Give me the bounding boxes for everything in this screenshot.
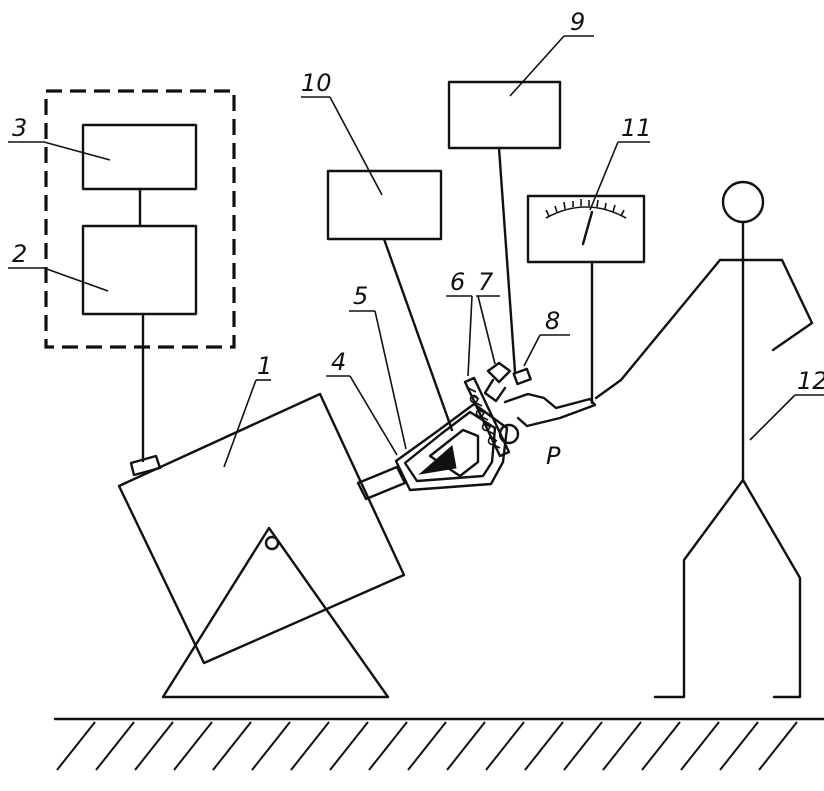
leader-2: [43, 267, 109, 292]
sensor-8: [512, 367, 532, 386]
leader-5: [374, 310, 407, 450]
meter-11: [526, 194, 646, 264]
hatch-line: [407, 721, 447, 771]
block-2: [81, 224, 198, 316]
hatch-line: [563, 721, 603, 771]
hatch-line: [212, 721, 252, 771]
device-1-terminal: [129, 454, 162, 477]
label-8: 8: [545, 307, 560, 335]
label-9: 9: [570, 8, 585, 36]
device-1-body: [117, 392, 406, 665]
spring-6: [463, 376, 511, 458]
leader-11: [589, 141, 619, 211]
floor-hatching: [56, 721, 798, 771]
hatch-line: [758, 721, 798, 771]
pivot-pin: [264, 535, 280, 551]
hatch-line: [173, 721, 213, 771]
hatch-line: [290, 721, 330, 771]
label-10: 10: [301, 69, 332, 97]
label-4: 4: [331, 348, 346, 376]
leader-6: [467, 295, 473, 377]
person-12: [594, 180, 814, 699]
hatch-line: [485, 721, 525, 771]
hatch-line: [602, 721, 642, 771]
hatch-line: [134, 721, 174, 771]
block-10: [326, 169, 443, 241]
label-11: 11: [621, 114, 652, 142]
hatch-line: [368, 721, 408, 771]
label-7: 7: [478, 268, 494, 296]
meter-scale: [545, 199, 627, 246]
wire-9-to-sensor: [497, 146, 517, 374]
hatch-line: [680, 721, 720, 771]
wire-10-to-cone: [382, 237, 454, 432]
hatch-line: [524, 721, 564, 771]
leader-1: [223, 379, 257, 468]
hatch-line: [446, 721, 486, 771]
hatch-line: [641, 721, 681, 771]
label-12: 12: [797, 367, 824, 395]
leader-12: [749, 394, 796, 441]
leader-3: [43, 141, 111, 161]
hatch-line: [56, 721, 96, 771]
hatch-line: [719, 721, 759, 771]
hatch-line: [251, 721, 291, 771]
dashed-enclosure: [44, 89, 236, 349]
label-3: 3: [12, 114, 27, 142]
leader-10: [329, 96, 383, 196]
block-9: [447, 80, 562, 150]
leader-9: [509, 35, 565, 97]
leader-4: [349, 375, 398, 456]
shaft: [356, 465, 407, 501]
sensor-7: [483, 361, 512, 403]
leader-7: [477, 295, 496, 365]
hatch-line: [329, 721, 369, 771]
hinge-pivot: [498, 423, 520, 445]
cone-5-body: [428, 428, 480, 478]
hatch-line: [95, 721, 135, 771]
stand-triangle: [161, 526, 390, 699]
label-p: P: [546, 442, 561, 470]
label-6: 6: [450, 268, 465, 296]
label-2: 2: [12, 240, 27, 268]
leader-8: [523, 334, 541, 367]
label-5: 5: [353, 282, 368, 310]
label-1: 1: [257, 352, 272, 380]
handle-bar: [503, 392, 597, 428]
